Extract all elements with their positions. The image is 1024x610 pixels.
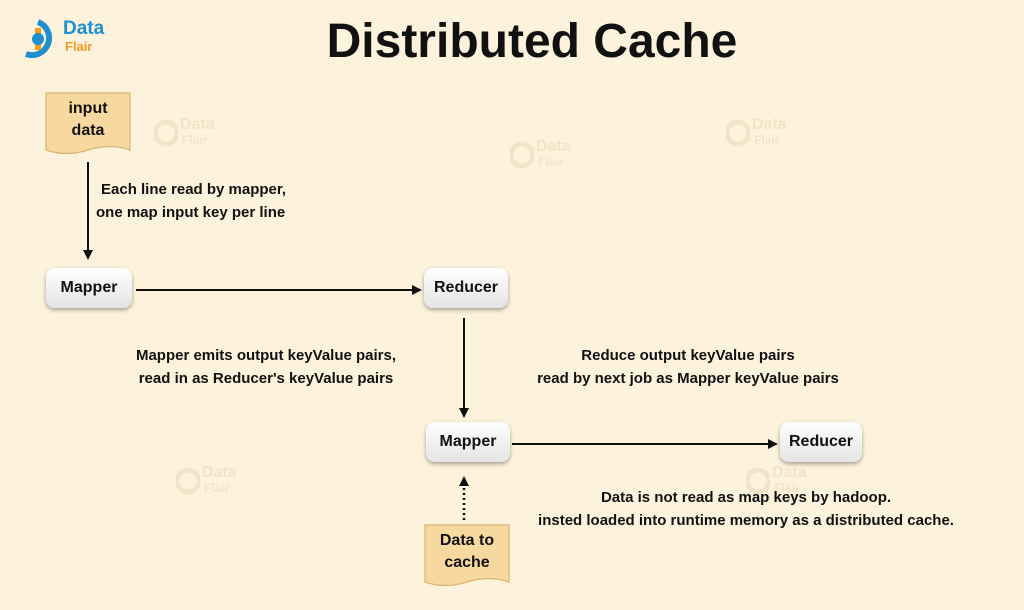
caption-line: read by next job as Mapper keyValue pair… <box>537 370 839 387</box>
logo-word-flair: Flair <box>65 39 93 54</box>
input-data-label-line: data <box>71 122 105 139</box>
mapper-node-1: Mapper <box>46 268 132 308</box>
watermark-icon <box>154 119 178 147</box>
input-data-label-line: input <box>68 100 108 117</box>
data-to-cache-label-line: cache <box>444 554 490 571</box>
caption-line: read in as Reducer's keyValue pairs <box>138 370 394 387</box>
watermark-logo: Data Flair <box>726 116 816 156</box>
watermark-icon <box>726 119 750 147</box>
watermark-logo: Data Flair <box>746 464 836 504</box>
dataflair-logo: Data Flair <box>18 16 118 62</box>
caption-line: one map input key per line <box>96 204 286 221</box>
caption-mapper-to-reducer: Mapper emits output keyValue pairs, read… <box>106 344 426 390</box>
watermark-icon <box>746 467 770 495</box>
watermark-word: Flair <box>204 481 230 495</box>
mapper-node-2: Mapper <box>426 422 510 462</box>
watermark-word: Data <box>202 464 237 481</box>
reducer-node-2: Reducer <box>780 422 862 462</box>
watermark-logo: Data Flair <box>510 138 600 178</box>
caption-line: Mapper emits output keyValue pairs, <box>135 347 397 364</box>
caption-input-to-mapper: Each line read by mapper, one map input … <box>96 178 320 224</box>
logo-word-data: Data <box>63 18 105 39</box>
input-data-document-shape <box>45 92 131 155</box>
data-to-cache-label-line: Data to <box>439 532 495 549</box>
data-to-cache-document-shape <box>424 524 510 587</box>
caption-cache-note: Data is not read as map keys by hadoop. … <box>490 486 1002 532</box>
watermark-word: Data <box>772 464 807 481</box>
input-data-label: input data <box>46 98 130 142</box>
watermark-logo: Data Flair <box>176 464 266 504</box>
watermark-word: Data <box>536 138 571 155</box>
watermark-word: Flair <box>538 155 564 169</box>
watermark-word: Data <box>752 116 787 133</box>
data-to-cache-label: Data to cache <box>425 530 509 574</box>
watermark-word: Flair <box>754 133 780 147</box>
caption-line: insted loaded into runtime memory as a d… <box>538 512 954 529</box>
logo-icon <box>24 19 53 59</box>
watermark-word: Data <box>180 116 215 133</box>
caption-line: Data is not read as map keys by hadoop. <box>600 489 892 506</box>
watermark-icon <box>176 467 200 495</box>
page-title: Distributed Cache <box>326 15 738 68</box>
caption-line: Reduce output keyValue pairs <box>581 347 795 364</box>
watermark-word: Flair <box>774 481 800 495</box>
reducer-node-1: Reducer <box>424 268 508 308</box>
watermark-icon <box>510 141 534 169</box>
watermark-logo: Data Flair <box>154 116 244 156</box>
watermark-word: Flair <box>182 133 208 147</box>
caption-reducer-to-mapper: Reduce output keyValue pairs read by nex… <box>500 344 876 390</box>
caption-line: Each line read by mapper, <box>101 181 287 198</box>
